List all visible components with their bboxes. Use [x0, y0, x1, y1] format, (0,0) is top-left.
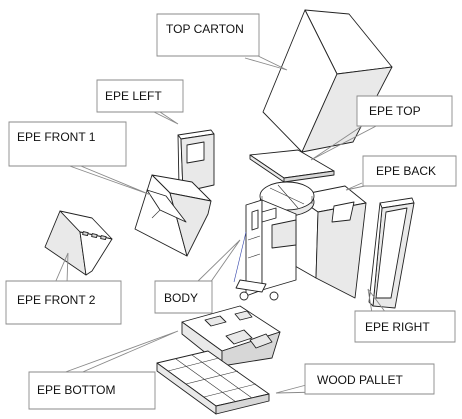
label-top-carton: TOP CARTON	[166, 22, 244, 36]
top-carton-part	[262, 9, 393, 153]
label-body: BODY	[164, 291, 198, 305]
callout-epe-front2: EPE FRONT 2	[5, 252, 122, 325]
label-epe-bottom: EPE BOTTOM	[37, 383, 115, 397]
label-epe-front1: EPE FRONT 1	[17, 130, 96, 144]
label-epe-right: EPE RIGHT	[365, 320, 430, 334]
epe-left-part	[177, 129, 215, 193]
wood-pallet-part	[156, 350, 270, 415]
label-wood-pallet: WOOD PALLET	[317, 373, 403, 387]
label-epe-back: EPE BACK	[376, 164, 436, 178]
label-epe-front2: EPE FRONT 2	[17, 293, 96, 307]
callout-epe-right: EPE RIGHT	[354, 288, 456, 343]
callout-epe-left: EPE LEFT	[96, 79, 184, 125]
callout-wood-pallet: WOOD PALLET	[275, 363, 435, 395]
label-epe-top: EPE TOP	[369, 104, 421, 118]
callout-epe-bottom: EPE BOTTOM	[28, 330, 179, 410]
callout-epe-front1: EPE FRONT 1	[8, 121, 152, 196]
epe-top-part	[249, 149, 335, 183]
label-epe-left: EPE LEFT	[105, 89, 162, 103]
callout-epe-top: EPE TOP	[310, 95, 453, 161]
epe-right-part	[368, 197, 415, 309]
callout-body: BODY	[154, 239, 241, 314]
epe-bottom-part	[181, 305, 281, 367]
epe-front1-part	[134, 174, 212, 257]
epe-front2-part	[44, 210, 113, 276]
callout-top-carton: TOP CARTON	[156, 13, 288, 71]
body-part	[233, 181, 315, 301]
callout-epe-back: EPE BACK	[345, 155, 457, 191]
